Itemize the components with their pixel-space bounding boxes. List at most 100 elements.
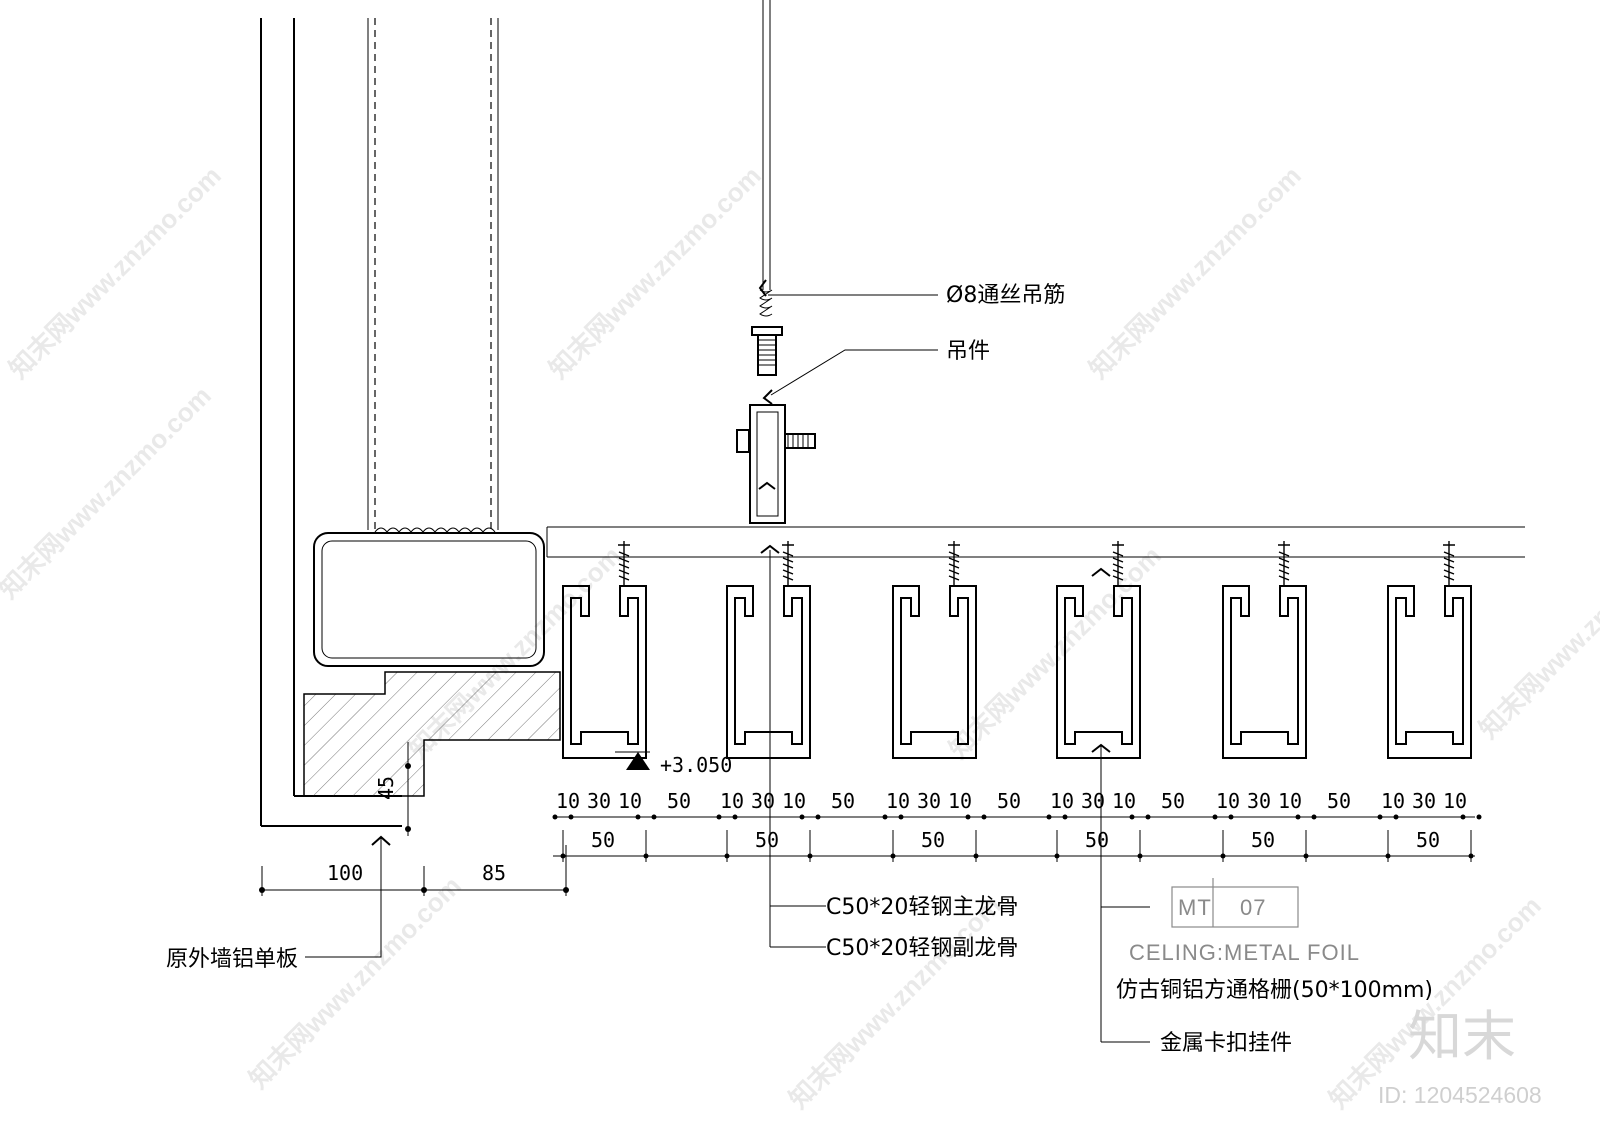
label-wall-panel: 原外墙铝单板 — [166, 947, 298, 972]
material-tag: MT 07 CELING:METAL FOIL — [1129, 878, 1360, 965]
screw-icon — [1112, 541, 1124, 586]
dim-tick — [651, 814, 657, 820]
dim-tick — [1476, 814, 1482, 820]
dim-label: 30 — [751, 789, 775, 813]
dim-label: 50 — [1251, 828, 1275, 852]
dim-label: 10 — [1278, 789, 1302, 813]
grille-profile — [1056, 585, 1141, 759]
dim-tick — [1377, 814, 1383, 820]
dim-tick — [1393, 814, 1399, 820]
leader-lines — [305, 294, 1150, 1043]
dim-label: 10 — [1381, 789, 1405, 813]
watermark-text: 知末网www.znzmo.com — [543, 160, 767, 384]
dim-label: 50 — [831, 789, 855, 813]
screw-icon — [1278, 541, 1290, 586]
dim-label: 10 — [1112, 789, 1136, 813]
dim-label: 10 — [1216, 789, 1240, 813]
dim-tick — [1145, 814, 1151, 820]
dim-label: 30 — [1412, 789, 1436, 813]
dim-tick — [568, 814, 574, 820]
grille-profile — [892, 585, 977, 759]
dim-label: 10 — [1050, 789, 1074, 813]
dim-tick — [1311, 814, 1317, 820]
tag-right: 07 — [1240, 895, 1266, 920]
watermark-text: 知末网www.znzmo.com — [1473, 520, 1600, 744]
wood-block — [303, 671, 561, 797]
main-keel-lines — [546, 526, 1525, 558]
dim-tick — [1303, 853, 1309, 859]
dim-label: 50 — [997, 789, 1021, 813]
label-grille: 仿古铜铝方通格栅(50*100mm) — [1116, 978, 1433, 1003]
dim-label: 10 — [886, 789, 910, 813]
screw-icon — [782, 541, 794, 586]
label-sub-keel: C50*20轻钢副龙骨 — [826, 936, 1018, 961]
grille-profile — [1222, 585, 1307, 759]
label-main-keel: C50*20轻钢主龙骨 — [826, 895, 1018, 920]
dim-tick — [815, 814, 821, 820]
dim-tick — [1385, 853, 1391, 859]
dim-tick — [1220, 853, 1226, 859]
grille-profile — [726, 585, 811, 759]
grille-profile — [562, 585, 647, 759]
dim-wall-100: 100 — [327, 861, 363, 885]
brand-watermark: 知末 — [1408, 1005, 1516, 1068]
screw-icon — [618, 541, 630, 586]
dim-tick — [732, 814, 738, 820]
dim-tick — [799, 814, 805, 820]
hanger-assembly — [736, 0, 816, 524]
dim-tick — [1046, 814, 1052, 820]
dim-tick — [1137, 853, 1143, 859]
dim-tick — [1129, 814, 1135, 820]
dim-tick — [1460, 814, 1466, 820]
elevation-triangle-icon — [626, 752, 650, 770]
dim-tick — [882, 814, 888, 820]
dim-label: 50 — [755, 828, 779, 852]
material-caption: CELING:METAL FOIL — [1129, 940, 1360, 965]
dim-tick — [807, 853, 813, 859]
dim-tick — [560, 853, 566, 859]
watermark-text: 知末网www.znzmo.com — [1083, 160, 1307, 384]
dim-tick — [1054, 853, 1060, 859]
elevation-marker: +3.050 — [615, 751, 732, 777]
dim-label: 50 — [921, 828, 945, 852]
watermark-text: 知末网www.znzmo.com — [0, 380, 217, 604]
dim-label: 30 — [1247, 789, 1271, 813]
screws — [618, 541, 1455, 586]
dim-tick — [724, 853, 730, 859]
dim-tick — [643, 853, 649, 859]
dim-tick — [552, 814, 558, 820]
dim-label: 30 — [587, 789, 611, 813]
label-clip: 金属卡扣挂件 — [1160, 1031, 1292, 1056]
dim-label: 10 — [1443, 789, 1467, 813]
dimension-lines — [259, 742, 1475, 896]
watermark-text: 知末网www.znzmo.com — [243, 870, 467, 1094]
dim-label: 50 — [1416, 828, 1440, 852]
steel-tube — [313, 527, 545, 667]
dim-label: 50 — [1327, 789, 1351, 813]
dim-tick — [973, 853, 979, 859]
screw-icon — [948, 541, 960, 586]
dim-label: 10 — [948, 789, 972, 813]
dim-tick — [1062, 814, 1068, 820]
dim-tick — [1295, 814, 1301, 820]
dim-tick — [898, 814, 904, 820]
dim-label: 10 — [556, 789, 580, 813]
label-hanger: 吊件 — [946, 339, 990, 364]
tag-left: MT — [1178, 895, 1212, 920]
elevation-label: +3.050 — [660, 753, 732, 777]
watermark-text: 知末网www.znzmo.com — [783, 890, 1007, 1114]
dim-tick — [716, 814, 722, 820]
watermark-text: 知末网www.znzmo.com — [3, 160, 227, 384]
dim-tick — [1468, 853, 1474, 859]
dim-height-45: 45 — [374, 776, 398, 800]
dim-tick — [981, 814, 987, 820]
id-watermark: ID: 1204524608 — [1378, 1082, 1542, 1108]
dim-tick — [965, 814, 971, 820]
dim-tick — [1228, 814, 1234, 820]
dim-label: 50 — [667, 789, 691, 813]
dim-tick — [635, 814, 641, 820]
grille-profile — [1387, 585, 1472, 759]
label-rod: Ø8通丝吊筋 — [946, 283, 1065, 308]
